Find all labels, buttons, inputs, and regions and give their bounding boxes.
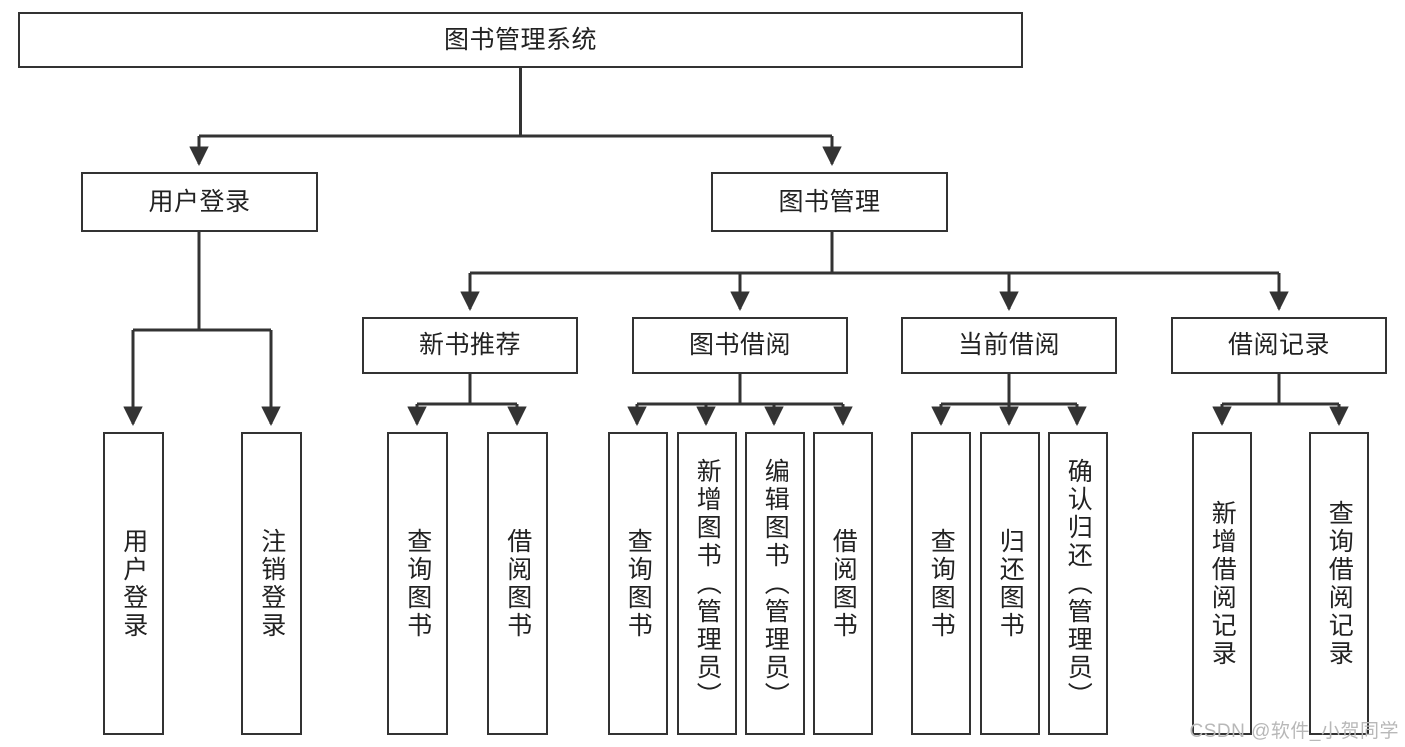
- node-user-login-label: 用户登录: [148, 187, 251, 216]
- leaf-current-confirm-return-label: 确认归还（管理员）: [1064, 457, 1093, 710]
- node-current-borrow[interactable]: 当前借阅: [901, 317, 1117, 374]
- leaf-new-book-borrow[interactable]: 借阅图书: [487, 432, 548, 735]
- csdn-watermark: CSDN @软件_小贺同学: [1189, 721, 1399, 742]
- leaf-current-query-label: 查询图书: [927, 527, 956, 640]
- node-borrow-record-label: 借阅记录: [1227, 331, 1330, 360]
- leaf-record-add[interactable]: 新增借阅记录: [1192, 432, 1252, 735]
- node-root[interactable]: 图书管理系统: [18, 12, 1023, 68]
- leaf-borrow-query[interactable]: 查询图书: [608, 432, 668, 735]
- leaf-user-login-login[interactable]: 用户登录: [103, 432, 164, 735]
- leaf-borrow-add-book[interactable]: 新增图书（管理员）: [677, 432, 737, 735]
- leaf-borrow-edit-book-label: 编辑图书（管理员）: [761, 457, 790, 710]
- leaf-record-query[interactable]: 查询借阅记录: [1309, 432, 1369, 735]
- leaf-borrow-edit-book[interactable]: 编辑图书（管理员）: [745, 432, 805, 735]
- leaf-current-return[interactable]: 归还图书: [980, 432, 1040, 735]
- node-current-borrow-label: 当前借阅: [957, 331, 1060, 360]
- leaf-borrow-add-book-label: 新增图书（管理员）: [693, 457, 722, 710]
- leaf-borrow-borrow-book[interactable]: 借阅图书: [813, 432, 873, 735]
- leaf-borrow-borrow-book-label: 借阅图书: [829, 527, 858, 640]
- leaf-borrow-query-label: 查询图书: [624, 527, 653, 640]
- node-new-book-recommend[interactable]: 新书推荐: [362, 317, 578, 374]
- node-book-borrow-label: 图书借阅: [688, 331, 791, 360]
- node-borrow-record[interactable]: 借阅记录: [1171, 317, 1387, 374]
- node-root-label: 图书管理系统: [443, 25, 597, 54]
- leaf-user-login-logout-label: 注销登录: [257, 527, 286, 640]
- leaf-new-book-query[interactable]: 查询图书: [387, 432, 448, 735]
- node-book-management[interactable]: 图书管理: [711, 172, 948, 232]
- leaf-new-book-query-label: 查询图书: [403, 527, 432, 640]
- node-new-book-recommend-label: 新书推荐: [418, 331, 521, 360]
- node-book-management-label: 图书管理: [778, 187, 881, 216]
- leaf-current-query[interactable]: 查询图书: [911, 432, 971, 735]
- leaf-new-book-borrow-label: 借阅图书: [503, 527, 532, 640]
- leaf-current-return-label: 归还图书: [996, 527, 1025, 640]
- leaf-record-query-label: 查询借阅记录: [1325, 499, 1354, 668]
- node-user-login[interactable]: 用户登录: [81, 172, 318, 232]
- leaf-user-login-logout[interactable]: 注销登录: [241, 432, 302, 735]
- leaf-user-login-login-label: 用户登录: [119, 527, 148, 640]
- leaf-current-confirm-return[interactable]: 确认归还（管理员）: [1048, 432, 1108, 735]
- node-book-borrow[interactable]: 图书借阅: [632, 317, 848, 374]
- leaf-record-add-label: 新增借阅记录: [1208, 499, 1237, 668]
